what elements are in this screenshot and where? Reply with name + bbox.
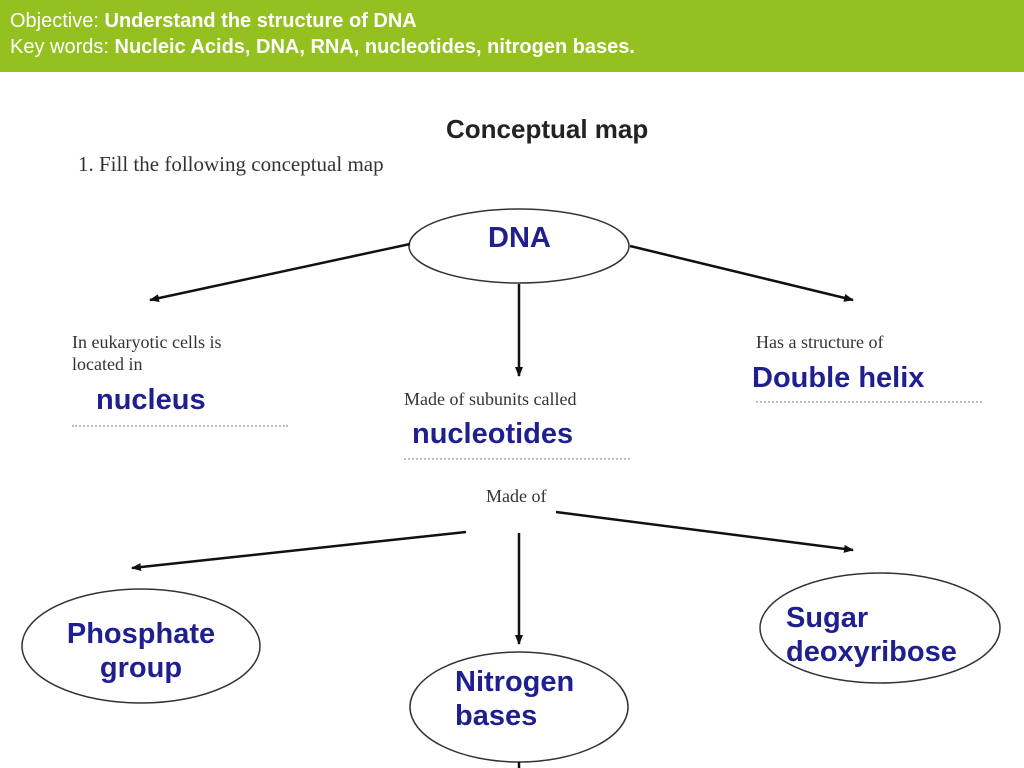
keywords-label: Key words:: [10, 36, 109, 58]
sugar-label-line1: Sugar: [786, 602, 869, 634]
subunits-prompt: Made of subunits called: [404, 389, 577, 409]
phosphate-label-line1: Phosphate: [66, 618, 216, 650]
arrow-dna-to-location: [149, 242, 411, 303]
sugar-ellipse: [759, 572, 1001, 684]
keywords-value: Nucleic Acids, DNA, RNA, nucleotides, ni…: [114, 36, 635, 58]
structure-answer: Double helix: [752, 362, 925, 394]
objective-line: Objective: Understand the structure of D…: [10, 8, 1024, 34]
location-blank-line: [72, 425, 288, 427]
map-title: Conceptual map: [446, 114, 649, 144]
location-prompt-line2: located in: [72, 354, 143, 374]
phosphate-ellipse: [21, 588, 261, 704]
objective-value: Understand the structure of DNA: [104, 10, 417, 32]
dna-label: DNA: [488, 222, 551, 254]
subunits-blank-line: [404, 458, 630, 460]
nitrogen-label-line1: Nitrogen: [455, 666, 575, 698]
arrow-dna-to-structure: [629, 244, 854, 302]
location-prompt: In eukaryotic cells is located in: [72, 331, 221, 375]
dna-ellipse: [408, 208, 630, 284]
structure-prompt: Has a structure of: [756, 332, 884, 352]
instruction-text: 1. Fill the following conceptual map: [78, 152, 384, 176]
arrow-madeof-to-phosphate: [131, 530, 467, 572]
nitrogen-label: Nitrogen bases: [455, 665, 574, 733]
location-answer: nucleus: [96, 384, 206, 416]
sugar-label: Sugar deoxyribose: [786, 601, 957, 669]
keywords-line: Key words: Nucleic Acids, DNA, RNA, nucl…: [10, 34, 1024, 60]
structure-blank-line: [756, 401, 982, 403]
arrow-madeof-to-sugar: [555, 510, 854, 553]
location-prompt-line1: In eukaryotic cells is: [72, 332, 222, 352]
objective-label: Objective:: [10, 10, 99, 32]
slide-header: Objective: Understand the structure of D…: [0, 0, 1024, 72]
phosphate-label-line2: group: [99, 652, 183, 684]
phosphate-label: Phosphate group: [46, 617, 236, 685]
subunits-answer: nucleotides: [412, 418, 574, 450]
sugar-label-line2: deoxyribose: [786, 636, 957, 668]
made-of-label: Made of: [486, 486, 547, 506]
nitrogen-label-line2: bases: [455, 700, 538, 732]
